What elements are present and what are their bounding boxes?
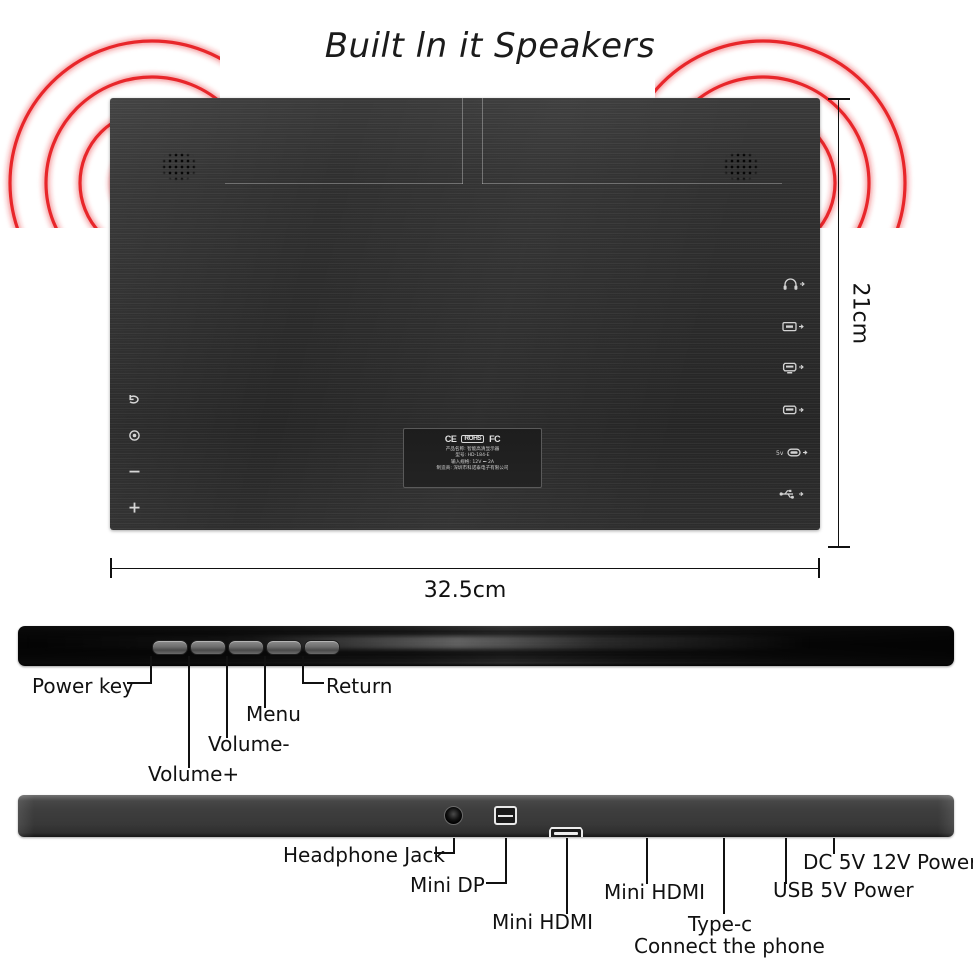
label-mini-hdmi-1: Mini HDMI: [492, 910, 593, 934]
leader-power-key-h: [127, 682, 152, 684]
leader-dc-power: [833, 838, 835, 854]
right-speaker-grille: [717, 146, 765, 186]
ir-sensor-dot: [125, 641, 131, 649]
minus-icon[interactable]: [120, 460, 148, 482]
label-connect-the-phone: Connect the phone: [634, 934, 825, 958]
page-title: Built ln it Speakers: [324, 26, 656, 66]
label-usb-power: USB 5V Power: [773, 878, 914, 902]
width-dim-line: [110, 568, 820, 569]
mini-dp-icon: [774, 316, 814, 336]
height-dim-line: [838, 98, 839, 548]
spec-lines: 产品名称: 智能高清显示器 型号: HD-184-E 输入规格: 12V ⎓ 2…: [408, 447, 537, 472]
mini-hdmi-port-1[interactable]: [549, 827, 583, 837]
ce-mark: CE: [444, 433, 457, 444]
height-dim-label: 21cm: [847, 282, 873, 345]
leader-mini-hdmi-2: [646, 838, 648, 884]
monitor-back-panel: 5v CE ROHS FC 产品名称: 智能高清显示器 型号: HD-184-E…: [110, 98, 820, 530]
port-bar-top-highlight: [18, 795, 954, 801]
port-bar-right-end: [938, 795, 954, 837]
dc-power-icon: [774, 526, 814, 530]
leader-type-c: [723, 838, 725, 914]
bottom-port-bar: [18, 795, 954, 837]
label-power-key: Power key: [32, 674, 134, 698]
mini-dp-port[interactable]: [494, 806, 517, 825]
certification-marks: CE ROHS FC: [444, 432, 501, 446]
plus-icon[interactable]: [120, 496, 148, 518]
leader-return-h: [302, 682, 324, 684]
leader-volume-down: [226, 656, 228, 738]
leader-headphone-jack-h: [434, 852, 455, 854]
port-bar-left-end: [18, 795, 34, 837]
leader-headphone-jack: [453, 838, 455, 854]
height-dim-tick-top: [828, 98, 850, 100]
width-dim-tick-right: [818, 558, 820, 578]
label-volume-down: Volume-: [208, 732, 290, 756]
menu-dot-icon[interactable]: [120, 424, 148, 446]
label-mini-hdmi-2: Mini HDMI: [604, 880, 705, 904]
fcc-mark: FC: [489, 433, 501, 444]
mini-hdmi-icon: [774, 358, 814, 378]
rohs-mark: ROHS: [461, 434, 485, 444]
leader-usb-power: [785, 838, 787, 884]
label-mini-dp: Mini DP: [410, 873, 485, 897]
label-menu: Menu: [246, 702, 301, 726]
stand-seam-bottom-right: [482, 183, 782, 184]
label-type-c: Type-c: [688, 912, 753, 936]
leader-power-key: [150, 656, 152, 684]
svg-text:5v: 5v: [776, 450, 784, 457]
leader-mini-dp: [505, 838, 507, 884]
side-profile-bar: [18, 626, 954, 666]
side-port-icon-column: 5v: [774, 274, 814, 530]
type-c-icon: 5v: [774, 442, 814, 462]
side-control-column: [120, 388, 148, 530]
spec-line-model: 型号: HD-184-E: [455, 453, 490, 459]
label-return: Return: [326, 674, 393, 698]
label-dc-power: DC 5V 12V Power: [803, 850, 973, 874]
headphone-icon: [774, 274, 814, 294]
spec-line-input: 输入规格: 12V ⎓ 2A: [450, 459, 495, 465]
stand-seam-left: [462, 98, 463, 184]
power-key-button[interactable]: [152, 640, 188, 655]
width-dim-label: 32.5cm: [423, 578, 507, 603]
leader-menu: [264, 656, 266, 708]
return-arrow-icon[interactable]: [120, 388, 148, 410]
stand-seam-right: [482, 98, 483, 184]
mini-hdmi-icon: [774, 400, 814, 420]
stand-seam-bottom: [225, 183, 463, 184]
label-volume-up: Volume+: [148, 762, 240, 786]
leader-mini-hdmi-1: [566, 838, 568, 914]
height-dim-tick-bottom: [828, 546, 850, 548]
label-headphone-jack: Headphone Jack: [283, 843, 445, 867]
spec-line-manufacturer: 制造商: 深圳市科诺泰电子有限公司: [436, 465, 509, 471]
left-speaker-grille: [155, 146, 203, 186]
spec-label-plate: CE ROHS FC 产品名称: 智能高清显示器 型号: HD-184-E 输入…: [403, 428, 542, 488]
leader-volume-up: [188, 656, 190, 768]
volume-down-button[interactable]: [228, 640, 264, 655]
width-dim-tick-left: [110, 558, 112, 578]
leader-return: [302, 656, 304, 684]
usb-icon: [774, 484, 814, 504]
leader-mini-dp-h: [486, 882, 507, 884]
return-button[interactable]: [304, 640, 340, 655]
volume-up-button[interactable]: [190, 640, 226, 655]
menu-button[interactable]: [266, 640, 302, 655]
headphone-jack-port[interactable]: [444, 806, 463, 825]
spec-line-product: 产品名称: 智能高清显示器: [445, 447, 500, 452]
